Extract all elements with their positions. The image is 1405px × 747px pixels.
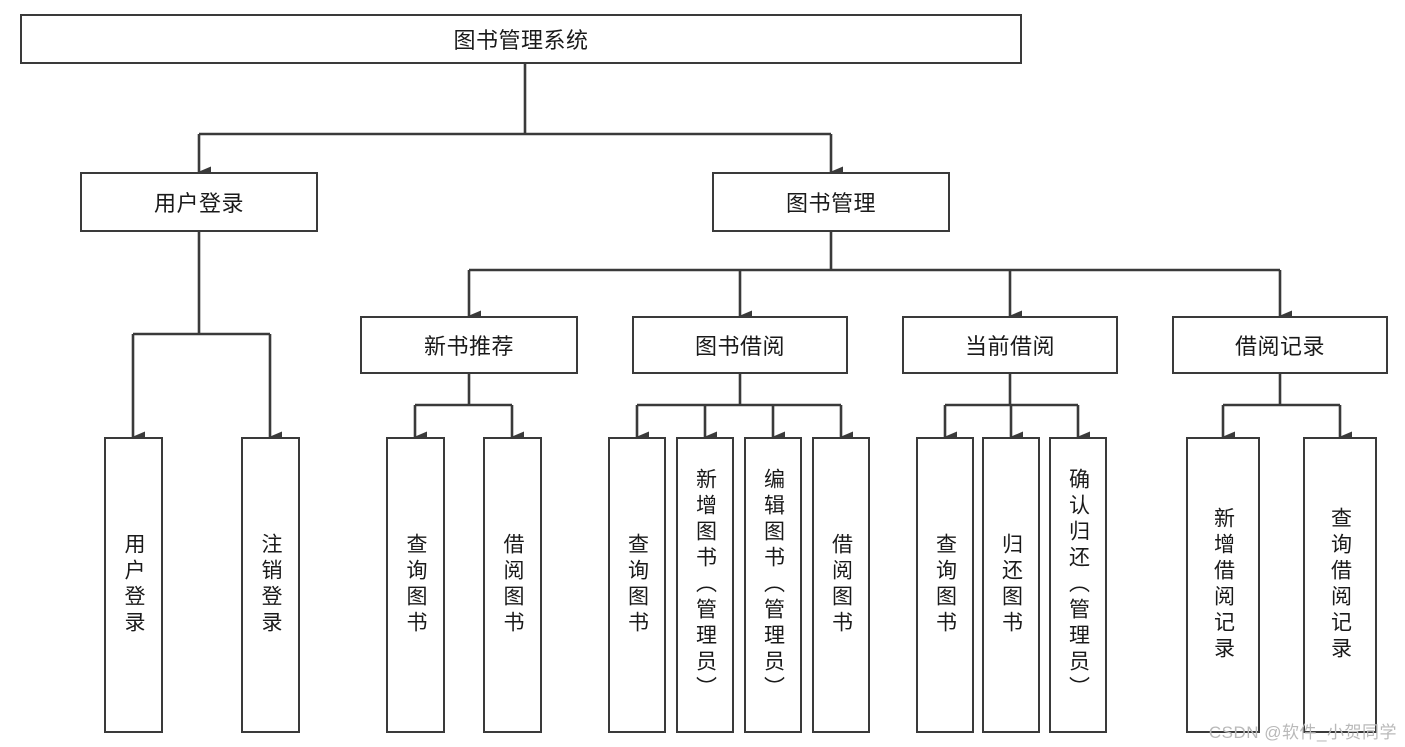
node-label: 借阅图书 — [829, 533, 853, 637]
node-label: 用户登录 — [122, 533, 145, 637]
node-leaf-borrow-book-new[interactable]: 借阅图书 — [483, 437, 542, 733]
node-level3-book-borrow[interactable]: 图书借阅 — [632, 316, 848, 374]
node-level3-current-borrow[interactable]: 当前借阅 — [902, 316, 1118, 374]
node-label: 查询图书 — [404, 533, 427, 637]
node-label: 借阅图书 — [501, 533, 524, 637]
node-level3-new-book-recommend[interactable]: 新书推荐 — [360, 316, 578, 374]
node-label: 注销登录 — [259, 533, 282, 637]
node-leaf-add-borrow-record[interactable]: 新增借阅记录 — [1186, 437, 1260, 733]
node-leaf-user-login[interactable]: 用户登录 — [104, 437, 163, 733]
node-label: 查询借阅记录 — [1328, 507, 1352, 663]
node-level2-user-login[interactable]: 用户登录 — [80, 172, 318, 232]
watermark-text: CSDN @软件_小贺同学 — [1208, 723, 1397, 742]
node-label: 确认归还（管理员） — [1066, 468, 1090, 702]
node-label: 借阅记录 — [1234, 334, 1325, 359]
node-leaf-add-book-admin[interactable]: 新增图书（管理员） — [676, 437, 734, 733]
node-leaf-edit-book-admin[interactable]: 编辑图书（管理员） — [744, 437, 802, 733]
node-label: 新增图书（管理员） — [693, 468, 717, 702]
node-leaf-search-book-borrow[interactable]: 查询图书 — [608, 437, 666, 733]
node-leaf-logout[interactable]: 注销登录 — [241, 437, 300, 733]
node-label: 图书管理系统 — [453, 28, 589, 53]
node-leaf-confirm-return-admin[interactable]: 确认归还（管理员） — [1049, 437, 1107, 733]
node-level2-book-management[interactable]: 图书管理 — [712, 172, 950, 232]
node-root-图书管理系统[interactable]: 图书管理系统 — [20, 14, 1022, 64]
node-leaf-search-borrow-record[interactable]: 查询借阅记录 — [1303, 437, 1377, 733]
node-leaf-search-book-current[interactable]: 查询图书 — [916, 437, 974, 733]
node-label: 查询图书 — [933, 533, 957, 637]
node-label: 查询图书 — [625, 533, 649, 637]
node-label: 归还图书 — [999, 533, 1023, 637]
node-leaf-return-book[interactable]: 归还图书 — [982, 437, 1040, 733]
node-level3-borrow-record[interactable]: 借阅记录 — [1172, 316, 1388, 374]
node-label: 当前借阅 — [964, 334, 1055, 359]
node-label: 新书推荐 — [423, 334, 514, 359]
node-leaf-search-book-new[interactable]: 查询图书 — [386, 437, 445, 733]
node-label: 用户登录 — [153, 191, 244, 216]
node-leaf-borrow-book[interactable]: 借阅图书 — [812, 437, 870, 733]
node-label: 图书借阅 — [694, 334, 785, 359]
node-label: 新增借阅记录 — [1211, 507, 1235, 663]
node-label: 编辑图书（管理员） — [761, 468, 785, 702]
node-label: 图书管理 — [785, 191, 876, 216]
